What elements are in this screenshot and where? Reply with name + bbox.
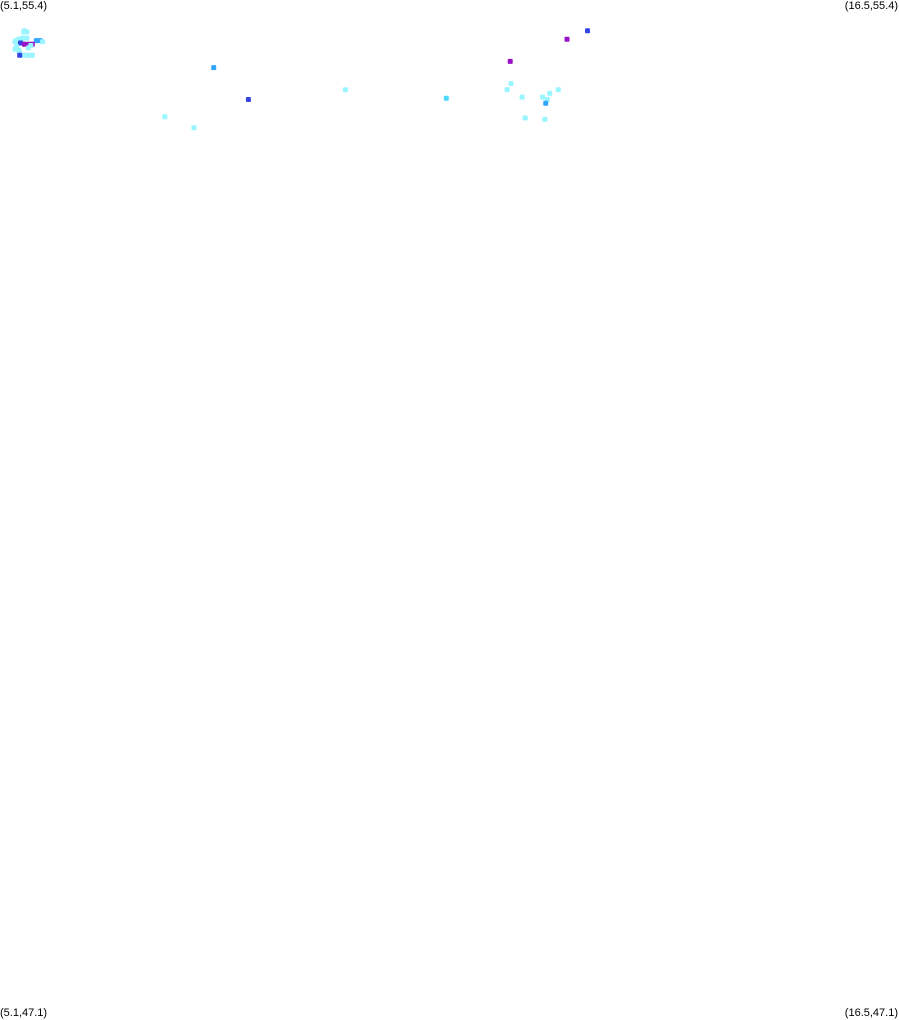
map-point bbox=[162, 114, 168, 120]
map-point bbox=[29, 52, 35, 58]
map-point bbox=[211, 65, 217, 71]
map-point bbox=[33, 38, 39, 44]
map-point bbox=[191, 125, 197, 131]
map-point bbox=[40, 39, 46, 45]
map-point bbox=[522, 115, 528, 121]
corner-label-bottom-right: (16.5,47.1) bbox=[844, 1007, 898, 1019]
map-point bbox=[540, 94, 546, 100]
map-point bbox=[443, 95, 449, 101]
corner-label-top-left: (5.1,55.4) bbox=[0, 0, 48, 12]
map-point bbox=[519, 94, 525, 100]
map-point bbox=[24, 52, 30, 58]
map-point bbox=[18, 40, 23, 46]
map-point bbox=[508, 81, 514, 87]
map-point bbox=[564, 36, 570, 42]
map-point bbox=[504, 87, 510, 93]
corner-label-top-right: (16.5,55.4) bbox=[844, 0, 898, 12]
map-point bbox=[25, 45, 31, 51]
map-point bbox=[245, 97, 251, 102]
map-point bbox=[543, 100, 549, 106]
corner-label-bottom-left: (5.1,47.1) bbox=[0, 1007, 48, 1019]
map-point bbox=[585, 28, 590, 34]
map-point bbox=[21, 29, 27, 35]
map-point bbox=[24, 35, 30, 41]
map-point bbox=[12, 39, 18, 45]
map-point bbox=[17, 52, 23, 58]
map-point bbox=[507, 58, 513, 64]
map-point bbox=[342, 87, 348, 93]
map-point bbox=[555, 87, 561, 93]
map-point bbox=[12, 46, 18, 52]
map-point bbox=[547, 90, 553, 96]
map-point bbox=[21, 41, 27, 47]
map-point bbox=[542, 116, 548, 122]
